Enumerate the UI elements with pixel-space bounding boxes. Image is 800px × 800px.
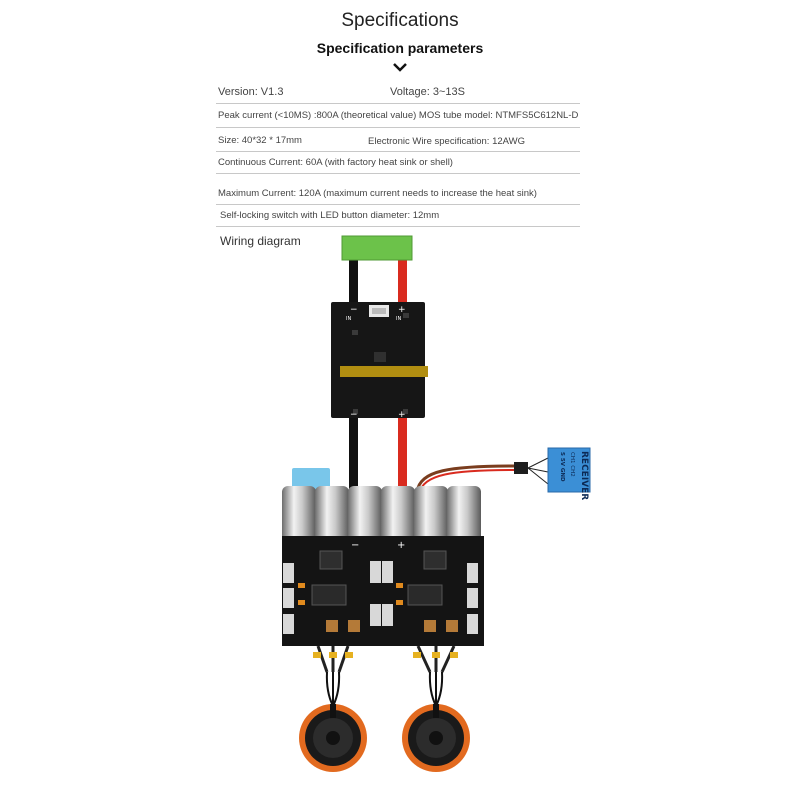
spec-peak-current: Peak current (<10MS) :800A (theoretical … — [218, 110, 579, 121]
receiver-pins: S 5V GND — [559, 452, 565, 482]
receiver-channels: CH1 CH2 — [569, 452, 575, 477]
section-subtitle: Specification parameters — [316, 40, 484, 56]
switch-plus-bottom: + — [398, 410, 406, 420]
switch-plus-top: + — [398, 305, 406, 315]
motor-wires-right — [413, 645, 458, 707]
red-wire-top — [398, 258, 407, 306]
motor-right — [402, 704, 470, 772]
capacitor — [447, 486, 481, 542]
esc-plus: + — [397, 540, 405, 551]
spec-continuous-current: Continuous Current: 60A (with factory he… — [218, 157, 453, 168]
spec-row: Size: 40*32 * 17mm Electronic Wire speci… — [216, 128, 580, 152]
motor-left — [299, 704, 367, 772]
esc-blue-sleeve — [292, 468, 330, 490]
switch-in-label-left: IN — [346, 316, 351, 322]
switch-board: − + IN IN − + — [331, 302, 428, 420]
receiver-title: RECEIVER — [579, 451, 589, 500]
capacitor-bank — [282, 486, 481, 542]
capacitor — [315, 486, 349, 542]
battery-connector — [341, 235, 413, 261]
switch-in-label-right: IN — [396, 316, 401, 322]
capacitor — [348, 486, 382, 542]
spec-switch: Self-locking switch with LED button diam… — [220, 210, 440, 221]
spec-row: Peak current (<10MS) :800A (theoretical … — [216, 104, 580, 128]
esc-board: − + — [282, 536, 484, 646]
esc-minus: − — [351, 540, 359, 551]
switch-minus-bottom: − — [350, 410, 358, 420]
black-wire-top — [349, 258, 358, 306]
capacitor — [414, 486, 448, 542]
spec-table: Version: V1.3 Voltage: 3~13S Peak curren… — [216, 80, 580, 227]
spec-voltage: Voltage: 3~13S — [390, 86, 465, 98]
capacitor — [282, 486, 316, 542]
spec-size: Size: 40*32 * 17mm — [218, 135, 302, 146]
motor-wires-left — [313, 645, 353, 707]
capacitor — [381, 486, 415, 542]
spec-row: Version: V1.3 Voltage: 3~13S — [216, 80, 580, 104]
spec-version: Version: V1.3 — [218, 86, 284, 98]
receiver-plug — [514, 462, 528, 474]
spec-row: Maximum Current: 120A (maximum current n… — [216, 174, 580, 205]
switch-minus-top: − — [350, 305, 358, 315]
black-wire-middle — [349, 418, 358, 490]
page-title: Specifications — [341, 10, 459, 31]
chevron-down-icon — [393, 63, 407, 72]
wiring-diagram-label: Wiring diagram — [220, 234, 301, 248]
red-wire-middle — [398, 418, 407, 490]
spec-row: Self-locking switch with LED button diam… — [216, 205, 580, 227]
spec-wire: Electronic Wire specification: 12AWG — [368, 136, 525, 147]
spec-row: Continuous Current: 60A (with factory he… — [216, 152, 580, 174]
receiver: RECEIVER CH1 CH2 S 5V GND — [547, 447, 591, 500]
spec-max-current: Maximum Current: 120A (maximum current n… — [218, 188, 537, 199]
receiver-cable — [415, 464, 516, 493]
